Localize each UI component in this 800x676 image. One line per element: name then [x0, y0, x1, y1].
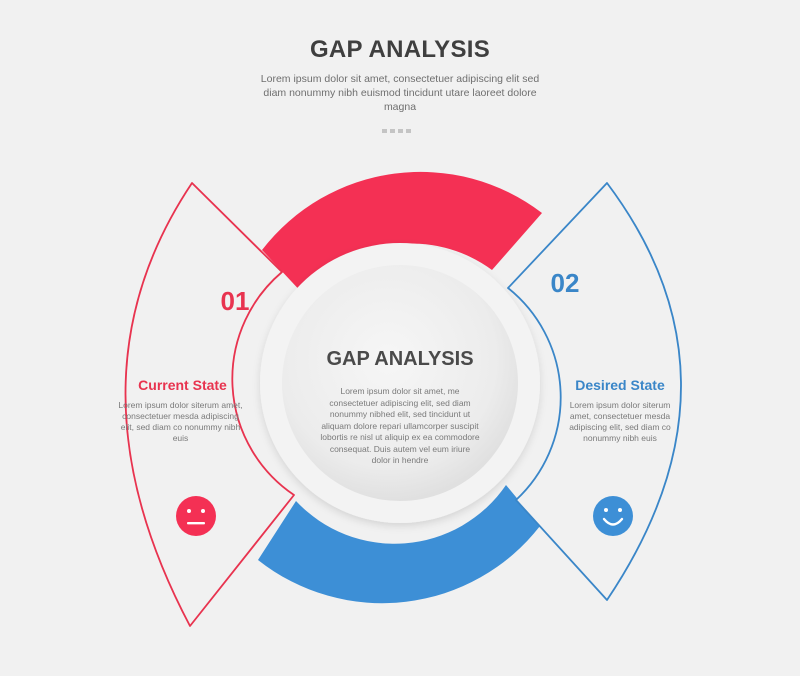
desired-state-description: Lorem ipsum dolor siterum amet, consecte…: [569, 400, 671, 443]
center-description: Lorem ipsum dolor sit amet, me consectet…: [320, 386, 480, 465]
bottom-arc-band: [258, 485, 540, 604]
page-subtitle: Lorem ipsum dolor sit amet, consectetuer…: [260, 73, 540, 113]
right-leaf-outline: [507, 182, 682, 601]
page-title: GAP ANALYSIS: [309, 36, 491, 63]
smiley-face-icon: [593, 496, 633, 536]
neutral-face-icon: [176, 496, 216, 536]
current-state-description: Lorem ipsum dolor siterum amet, consecte…: [118, 400, 243, 443]
title-divider-dots: [382, 120, 422, 133]
desired-state-title: Desired State: [575, 377, 665, 393]
center-inner-circle: [282, 265, 518, 501]
left-leaf-outline: [124, 182, 295, 627]
current-state-title: Current State: [138, 377, 227, 393]
center-title: GAP ANALYSIS: [326, 348, 474, 370]
item-number-01: 01: [220, 286, 250, 316]
item-number-02: 02: [550, 268, 580, 298]
